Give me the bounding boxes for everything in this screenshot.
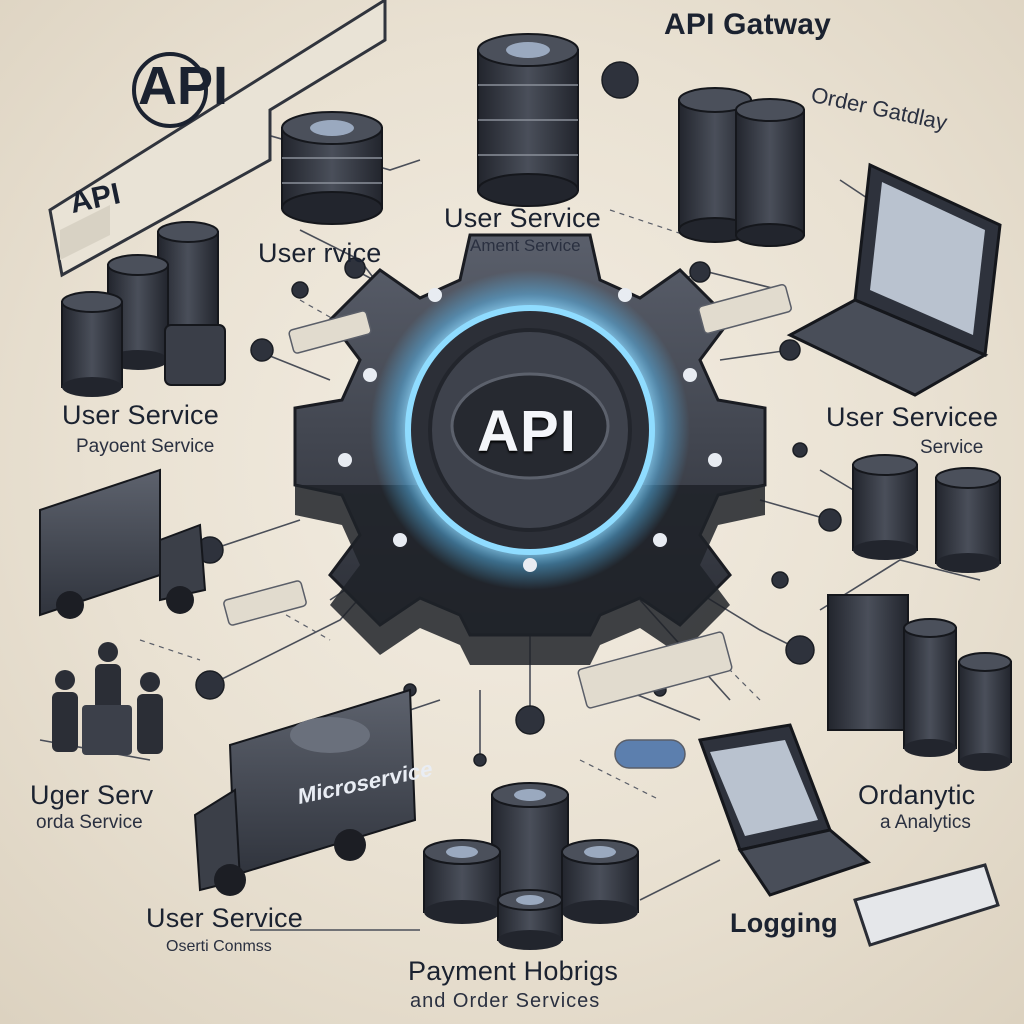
laptop-icons — [697, 162, 1002, 947]
logging-label: Logging — [730, 908, 838, 938]
right-ordanytics-label: Ordanytic — [858, 780, 976, 810]
left-order-service-label: orda Service — [36, 812, 143, 833]
bottom-user-service-label: User Service — [146, 903, 303, 933]
truck-icons — [39, 468, 417, 896]
top-ament-service-label: Ament Service — [470, 236, 581, 255]
left-user-rvice-label: User rvice — [258, 238, 382, 268]
api-panel — [48, 0, 387, 278]
bottom-subtext-label: Oserti Conmss — [166, 938, 272, 955]
bottom-payment-label: Payment Hobrigs — [408, 956, 619, 986]
api-logo-text: API — [138, 56, 229, 116]
connector-nodes — [195, 61, 842, 767]
left-uger-serv-label: Uger Serv — [30, 780, 154, 810]
left-user-service-label: User Service — [62, 400, 219, 430]
top-user-service-label: User Service — [444, 203, 601, 233]
database-stacks — [61, 33, 1012, 950]
right-user-service-label: User Servicee — [826, 402, 999, 432]
left-payment-service-label: Payoent Service — [76, 436, 215, 457]
api-gateway-label: API Gatway — [664, 8, 832, 41]
tag-chips — [223, 283, 792, 769]
right-service-label: Service — [920, 437, 984, 458]
central-gear — [293, 233, 767, 665]
bottom-order-services-label: and Order Services — [410, 990, 601, 1012]
people-icons — [52, 642, 163, 755]
right-analytics-label: a Analytics — [880, 812, 971, 833]
